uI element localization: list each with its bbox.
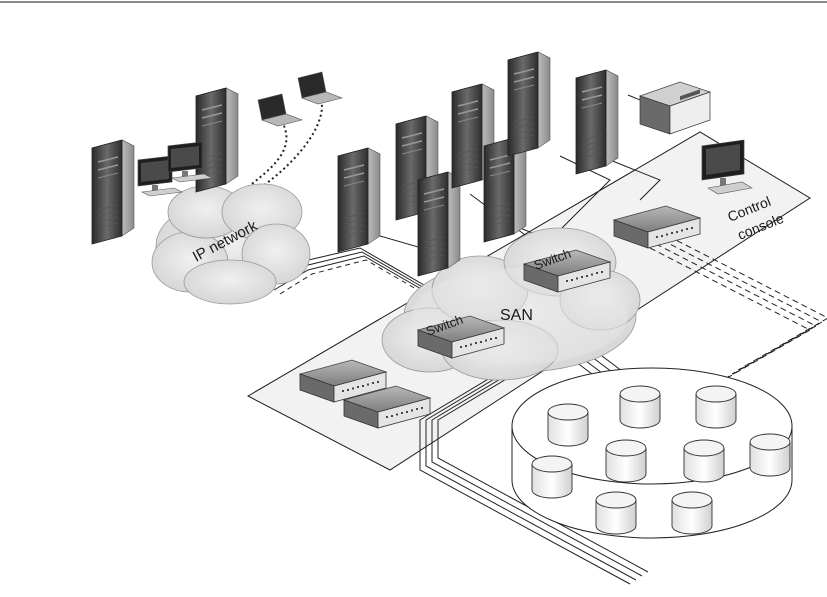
server-tower-icon <box>338 148 380 252</box>
disk-icon <box>532 456 572 498</box>
disk-icon <box>596 492 636 534</box>
san-label: SAN <box>500 307 533 324</box>
server-tower-icon <box>508 52 550 156</box>
server-tower-icon <box>484 138 526 242</box>
server-tower-icon <box>576 70 618 174</box>
disk-icon <box>606 440 646 482</box>
disk-icon <box>696 386 736 428</box>
disk-icon <box>620 386 660 428</box>
disk-icon <box>750 434 790 476</box>
server-tower-icon <box>92 140 134 244</box>
disk-icon <box>684 440 724 482</box>
peripheral-device-icon <box>640 82 710 134</box>
disk-icon <box>672 492 712 534</box>
laptop-icon <box>258 94 302 126</box>
laptop-icon <box>298 72 342 104</box>
disk-pool <box>512 368 792 538</box>
disk-icon <box>548 404 588 446</box>
